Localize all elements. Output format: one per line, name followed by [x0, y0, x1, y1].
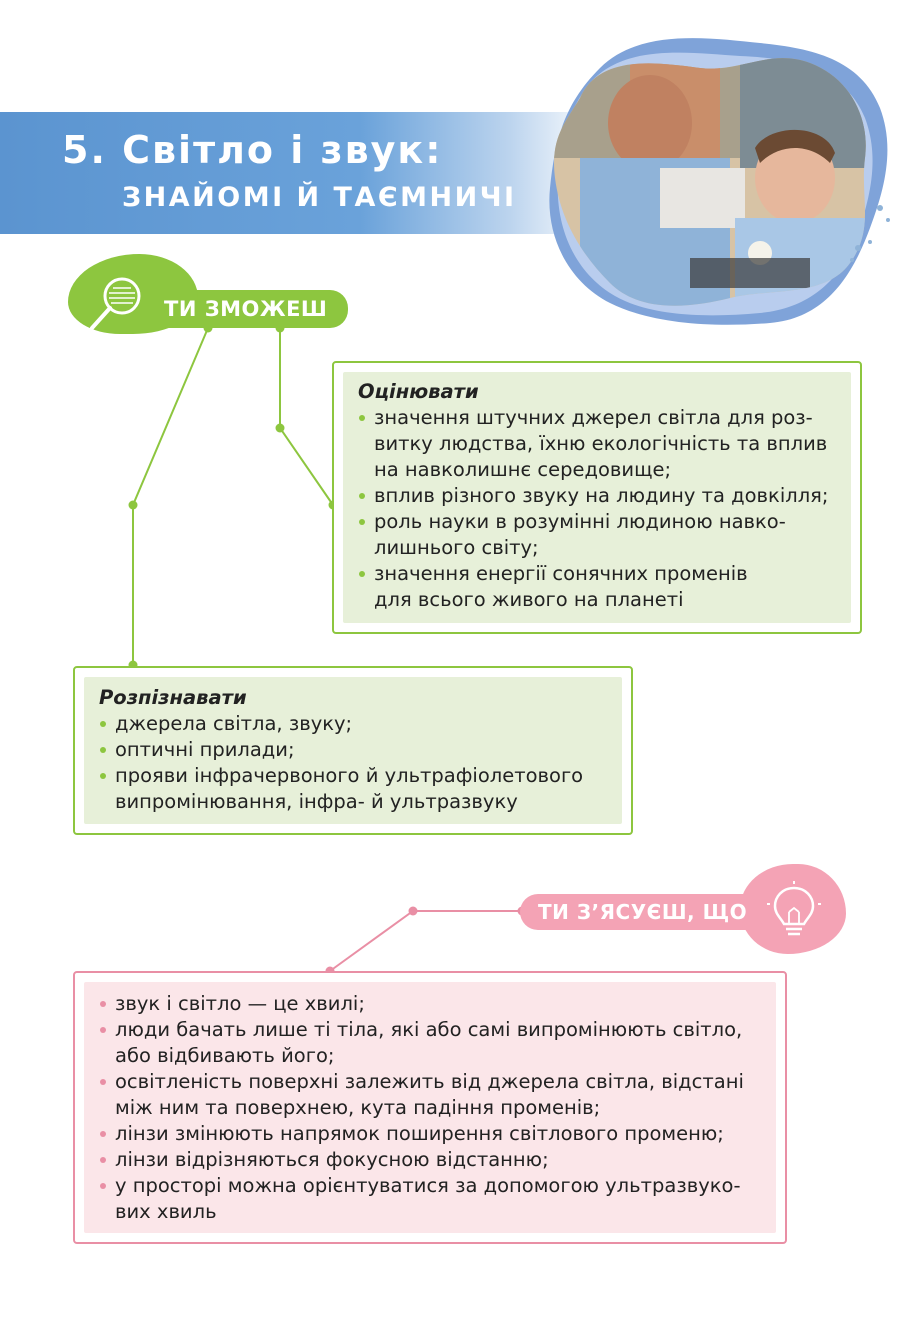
- page-title-line1: 5. Світло і звук:: [62, 128, 443, 172]
- list-item-text: вплив різного звуку на людину та довкілл…: [374, 484, 829, 507]
- recognize-heading: Розпізнавати: [99, 686, 247, 709]
- list-item: лінзи відрізняються фокусною відстанню;: [99, 1147, 775, 1173]
- evaluate-content: Оцінювати значення штучних джерел світла…: [358, 379, 848, 613]
- list-item: роль науки в розумінні людиною навко- ли…: [358, 509, 848, 561]
- list-item: джерела світла, звуку;: [99, 711, 619, 737]
- recognize-content: Розпізнавати джерела світла, звуку; опти…: [99, 685, 619, 815]
- skills-label: ТИ ЗМОЖЕШ: [68, 254, 350, 334]
- list-item-text: лінзи змінюють напрямок поширення світло…: [115, 1122, 724, 1145]
- list-item-text: значення енергії сонячних променів для в…: [374, 562, 748, 611]
- recognize-box-inner: [84, 677, 622, 824]
- evaluate-box-inner: [343, 372, 851, 623]
- teacher-and-students-photo: [540, 28, 900, 328]
- evaluate-box: Оцінювати значення штучних джерел світла…: [332, 361, 862, 634]
- list-item: прояви інфрачервоного й ультрафіолетовог…: [99, 763, 619, 815]
- list-item-text: освітленість поверхні залежить від джере…: [115, 1070, 744, 1119]
- learn-label-pill: [520, 894, 780, 930]
- skills-label-text: ТИ ЗМОЖЕШ: [164, 297, 328, 321]
- list-item: люди бачать лише ті тіла, які або самі в…: [99, 1017, 775, 1069]
- learn-box: звук і світло — це хвилі; люди бачать ли…: [73, 971, 787, 1244]
- learn-content: звук і світло — це хвилі; люди бачать ли…: [99, 991, 775, 1225]
- lightbulb-icon: [767, 881, 821, 936]
- header-band: [0, 112, 600, 234]
- list-item: освітленість поверхні залежить від джере…: [99, 1069, 775, 1121]
- list-item-text: звук і світло — це хвилі;: [115, 992, 365, 1015]
- list-item-text: оптичні прилади;: [115, 738, 295, 761]
- learn-box-inner: [84, 982, 776, 1233]
- list-item: у просторі можна орієнтуватися за допомо…: [99, 1173, 775, 1225]
- list-item-text: люди бачать лише ті тіла, які або самі в…: [115, 1018, 743, 1067]
- list-item: вплив різного звуку на людину та довкілл…: [358, 483, 848, 509]
- learn-list: звук і світло — це хвилі; люди бачать ли…: [99, 991, 775, 1225]
- recognize-box: Розпізнавати джерела світла, звуку; опти…: [73, 666, 633, 835]
- evaluate-heading: Оцінювати: [358, 380, 479, 403]
- list-item: оптичні прилади;: [99, 737, 619, 763]
- page-title-line2: знайомі й таємничі: [122, 182, 517, 213]
- evaluate-list: значення штучних джерел світла для роз- …: [358, 405, 848, 613]
- magnifier-icon: [90, 277, 141, 330]
- list-item-text: роль науки в розумінні людиною навко- ли…: [374, 510, 786, 559]
- list-item-text: лінзи відрізняються фокусною відстанню;: [115, 1148, 549, 1171]
- list-item-text: прояви інфрачервоного й ультрафіолетовог…: [115, 764, 584, 813]
- learn-label: ТИ З’ЯСУЄШ, ЩО: [520, 864, 850, 954]
- list-item-text: джерела світла, звуку;: [115, 712, 353, 735]
- list-item-text: у просторі можна орієнтуватися за допомо…: [115, 1174, 741, 1223]
- skills-label-blob: [68, 254, 198, 334]
- learn-label-text: ТИ З’ЯСУЄШ, ЩО: [538, 900, 748, 924]
- list-item-text: значення штучних джерел світла для роз- …: [374, 406, 828, 481]
- list-item: значення штучних джерел світла для роз- …: [358, 405, 848, 483]
- list-item: звук і світло — це хвилі;: [99, 991, 775, 1017]
- recognize-list: джерела світла, звуку; оптичні прилади; …: [99, 711, 619, 815]
- list-item: лінзи змінюють напрямок поширення світло…: [99, 1121, 775, 1147]
- list-item: значення енергії сонячних променів для в…: [358, 561, 848, 613]
